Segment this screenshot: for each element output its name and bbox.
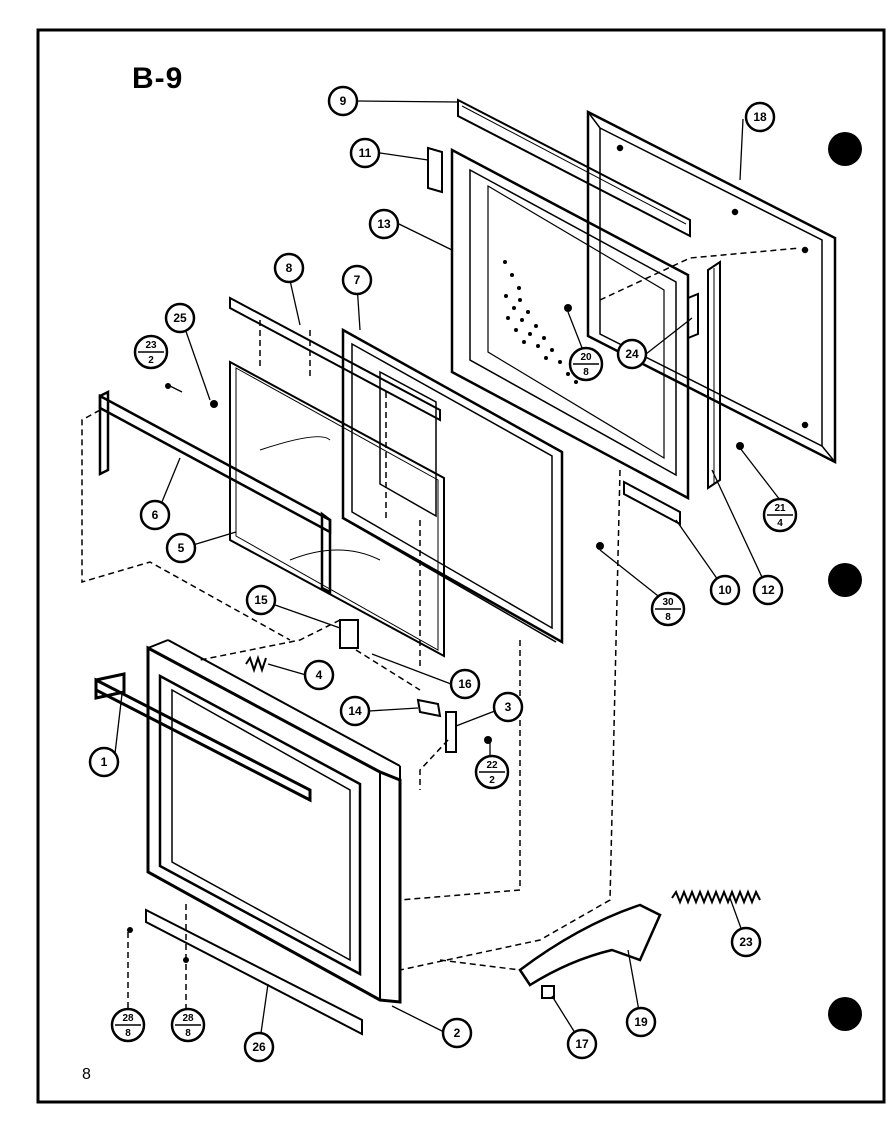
callout-26: 26 bbox=[252, 1040, 266, 1054]
callout-19: 19 bbox=[634, 1015, 648, 1029]
part-11-clip bbox=[427, 146, 443, 194]
callout-15: 15 bbox=[254, 593, 268, 607]
callout-5: 5 bbox=[178, 541, 185, 555]
part-15-hinge-block bbox=[339, 619, 359, 649]
part-26-bottom-rail bbox=[145, 908, 363, 1036]
part-13-inner-panel bbox=[450, 147, 690, 501]
assembly-guide-lines bbox=[81, 247, 801, 1010]
callout-16: 16 bbox=[458, 677, 472, 691]
part-9-top-strip bbox=[457, 98, 691, 238]
part-1-door-handle bbox=[94, 672, 312, 803]
part-8-trim-strip bbox=[229, 296, 441, 422]
callout-1: 1 bbox=[101, 755, 108, 769]
callout-9: 9 bbox=[340, 94, 347, 108]
part-10-bottom-strip bbox=[623, 480, 681, 526]
part-3-plate bbox=[445, 711, 457, 753]
callout-13: 13 bbox=[377, 217, 391, 231]
callout-12-circle bbox=[752, 574, 784, 606]
callout-23-2-top: 23 bbox=[145, 340, 157, 351]
callout-14-circle bbox=[339, 695, 371, 727]
part-18-outer-frame bbox=[586, 109, 837, 465]
binder-hole-bottom bbox=[828, 997, 862, 1031]
callout-29: 23 bbox=[739, 935, 753, 949]
part-2-outer-door bbox=[146, 639, 402, 1004]
part-4-spring bbox=[245, 654, 267, 674]
callout-28-8a-top: 28 bbox=[122, 1013, 134, 1024]
callout-13-circle bbox=[368, 208, 400, 240]
part-12-side-channel bbox=[707, 260, 721, 490]
callout-11-circle bbox=[349, 137, 381, 169]
callout-3: 3 bbox=[505, 700, 512, 714]
callout-30-8-top: 30 bbox=[662, 597, 674, 608]
part-24-bracket bbox=[687, 292, 699, 340]
callout-16-circle bbox=[449, 668, 481, 700]
callout-10: 10 bbox=[718, 583, 732, 597]
callout-10-circle bbox=[709, 574, 741, 606]
callout-22-2-bottom: 2 bbox=[489, 775, 495, 786]
callout-30-8-bottom: 8 bbox=[665, 612, 671, 623]
callout-3-circle bbox=[492, 691, 524, 723]
diagram-title: B-9 bbox=[132, 62, 184, 95]
callout-11: 11 bbox=[359, 146, 372, 160]
part-29-hinge-spring bbox=[671, 889, 761, 905]
callout-25: 25 bbox=[173, 311, 187, 325]
callout-22-2-top: 22 bbox=[486, 760, 498, 771]
part-19-hinge-arm bbox=[518, 903, 662, 987]
callout-25-circle bbox=[164, 302, 196, 334]
part-6-bracket-rail bbox=[98, 389, 332, 595]
callout-12: 12 bbox=[761, 583, 775, 597]
callout-17: 17 bbox=[575, 1037, 589, 1051]
binder-hole-top bbox=[828, 132, 862, 166]
callout-17-circle bbox=[566, 1028, 598, 1060]
callout-7-circle bbox=[341, 264, 373, 296]
callout-2-circle bbox=[441, 1017, 473, 1049]
binder-hole-middle bbox=[828, 563, 862, 597]
callout-5-circle bbox=[165, 532, 197, 564]
page-number: 8 bbox=[82, 1066, 91, 1083]
callout-4: 4 bbox=[316, 668, 323, 682]
callout-26-circle bbox=[243, 1031, 275, 1063]
page-border bbox=[36, 28, 886, 1104]
callout-9-circle bbox=[327, 85, 359, 117]
callout-6: 6 bbox=[152, 508, 159, 522]
callout-19-circle bbox=[625, 1006, 657, 1038]
callout-28-8b-top: 28 bbox=[182, 1013, 194, 1024]
callout-8-circle bbox=[273, 252, 305, 284]
callout-24-circle bbox=[616, 338, 648, 370]
callout-6-circle bbox=[139, 499, 171, 531]
callout-21-4-top: 21 bbox=[774, 503, 786, 514]
callout-18: 18 bbox=[753, 110, 767, 124]
part-17-bushing bbox=[541, 985, 555, 999]
callout-18-circle bbox=[744, 101, 776, 133]
callout-2: 2 bbox=[454, 1026, 461, 1040]
callout-7: 7 bbox=[354, 273, 361, 287]
part-7-door-liner bbox=[341, 327, 564, 645]
screws bbox=[127, 304, 744, 963]
callout-21-4-bottom: 4 bbox=[777, 518, 783, 529]
part-13-dot-pattern bbox=[503, 260, 586, 384]
callout-15-circle bbox=[245, 584, 277, 616]
callout-24: 24 bbox=[625, 347, 639, 361]
callout-28-8a-bottom: 8 bbox=[125, 1028, 131, 1039]
callout-8: 8 bbox=[286, 261, 293, 275]
callout-20-8-top: 20 bbox=[580, 352, 592, 363]
callout-1-circle bbox=[88, 746, 120, 778]
callout-28-8b-bottom: 8 bbox=[185, 1028, 191, 1039]
part-14-link bbox=[416, 698, 442, 718]
fraction-bars bbox=[115, 351, 793, 1026]
callout-14: 14 bbox=[348, 704, 362, 718]
callout-4-circle bbox=[303, 659, 335, 691]
callout-20-8-bottom: 8 bbox=[583, 367, 589, 378]
callout-23-2-bottom: 2 bbox=[148, 355, 154, 366]
callout-29-circle bbox=[730, 926, 762, 958]
